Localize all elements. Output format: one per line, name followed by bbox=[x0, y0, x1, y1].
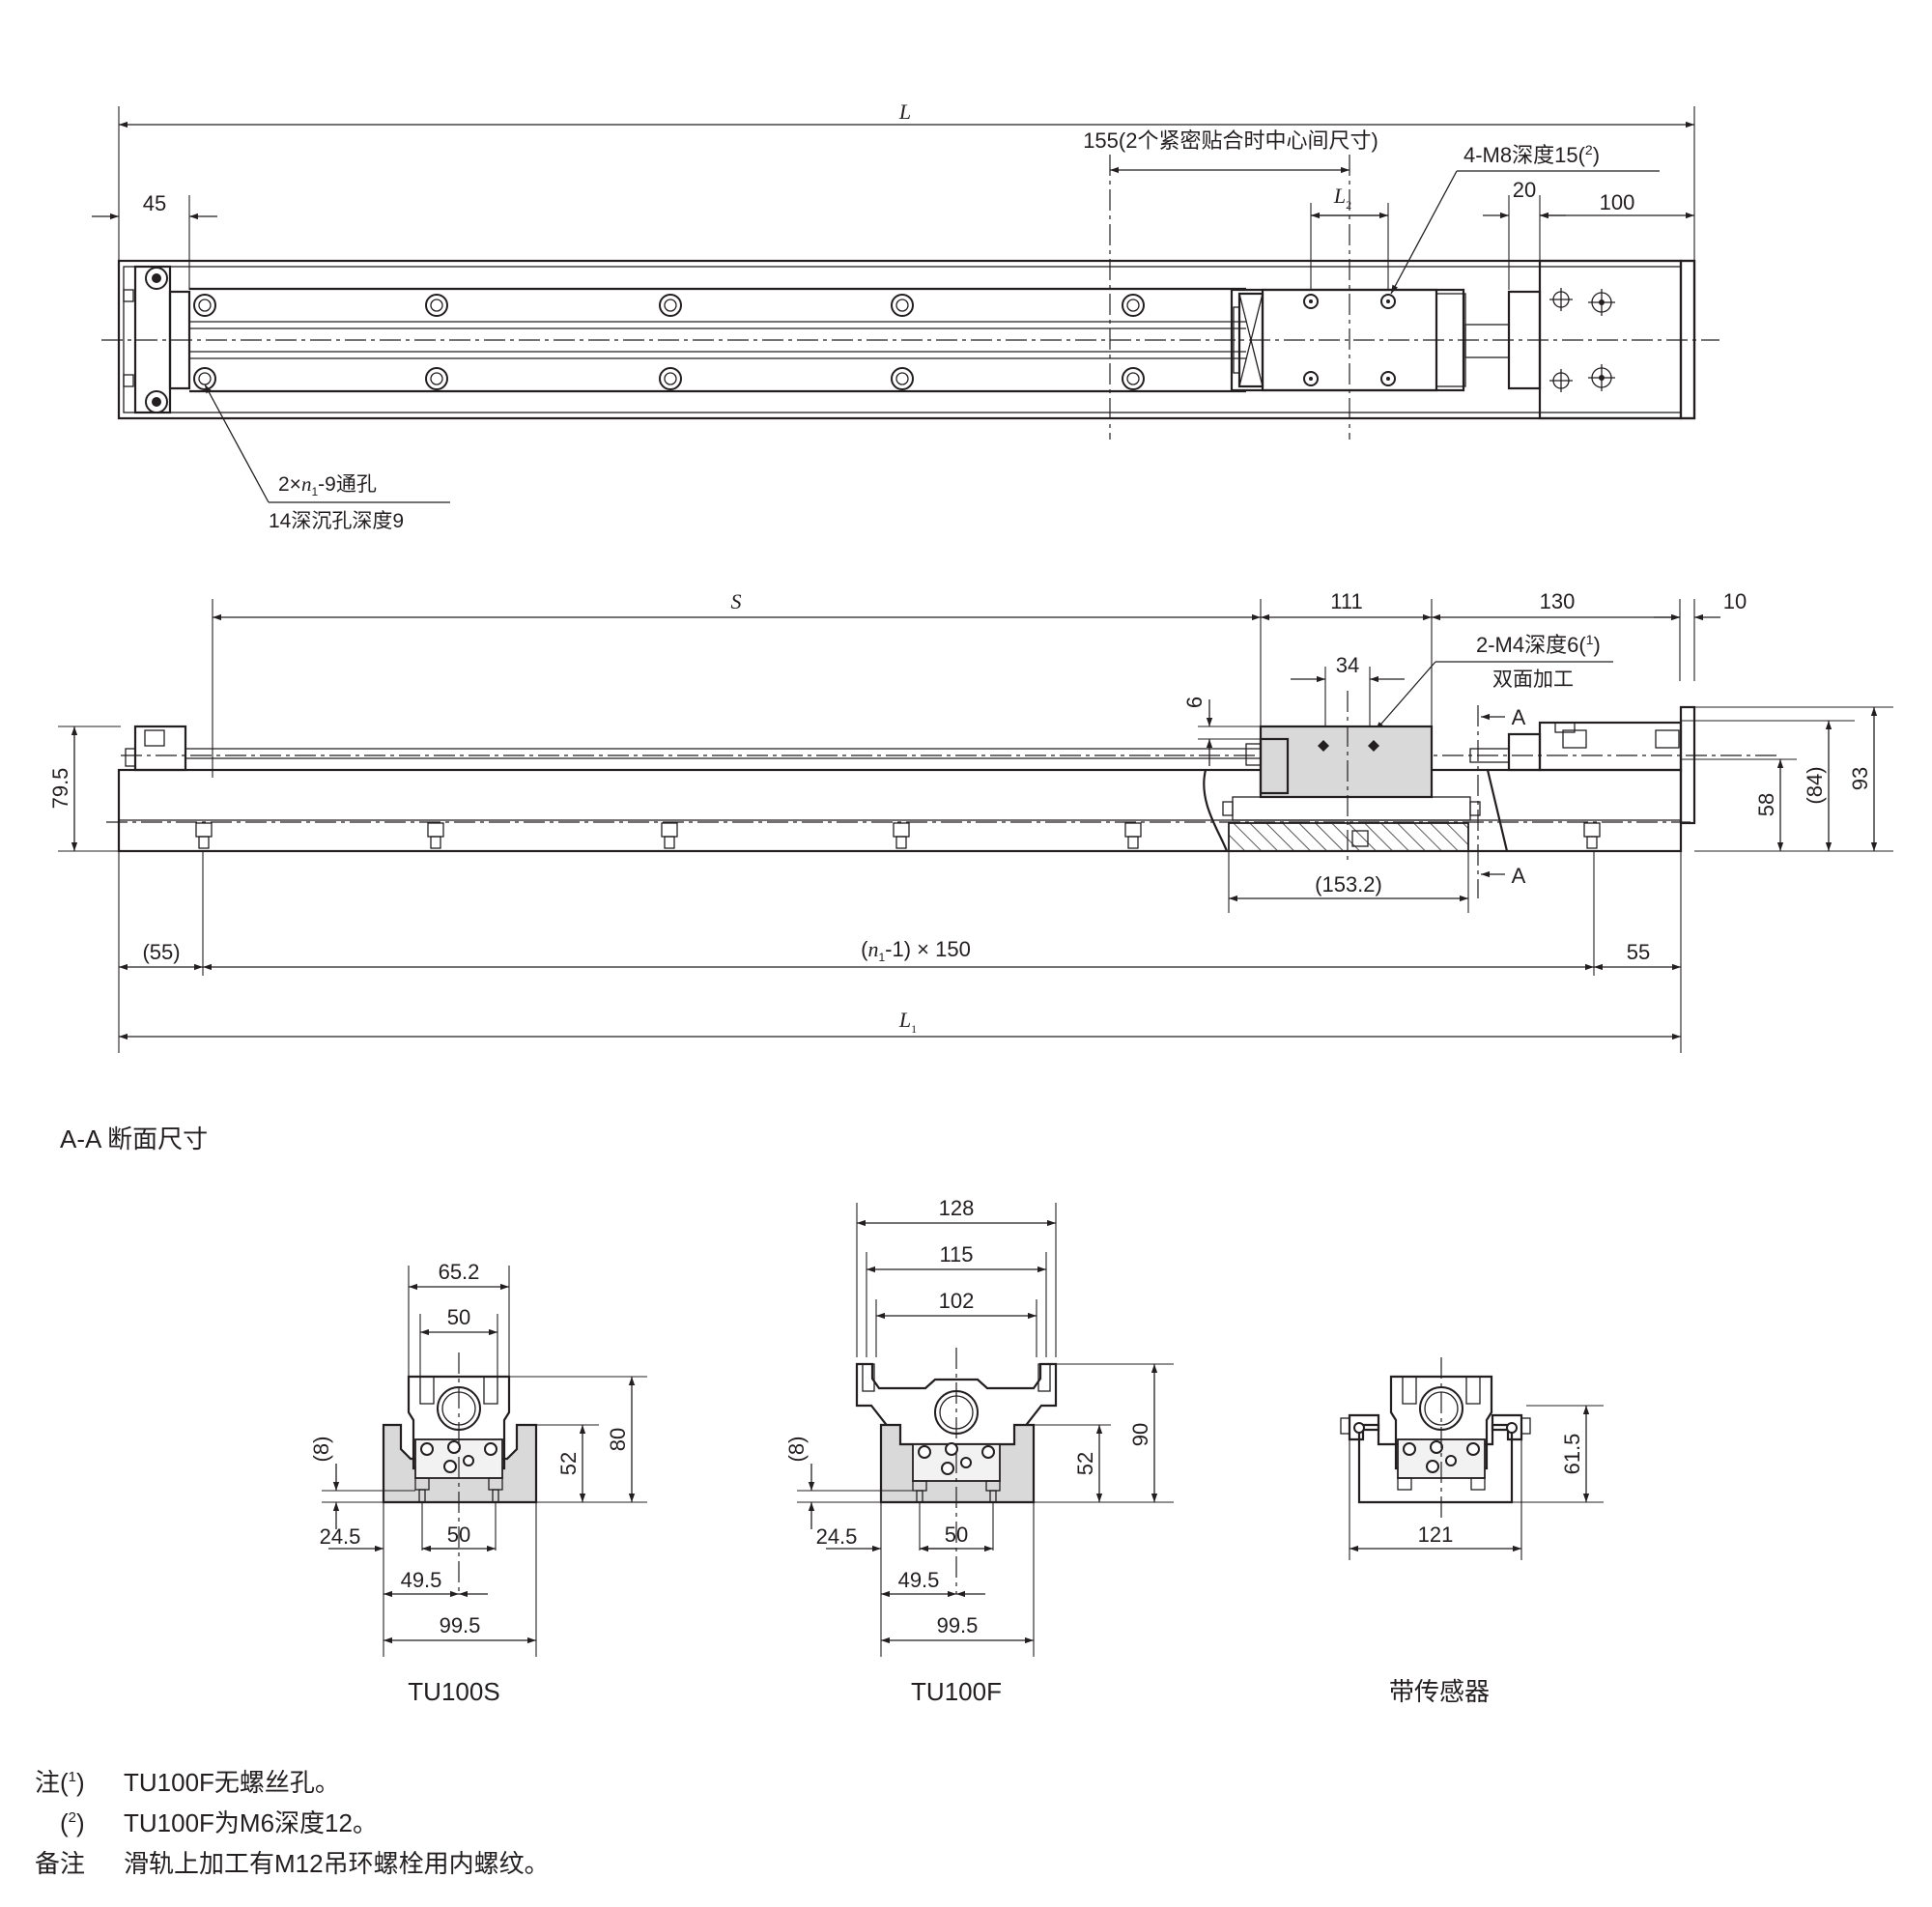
dim-S: S bbox=[731, 589, 742, 613]
note-1-text: TU100F无螺丝孔。 bbox=[124, 1768, 340, 1797]
dim-L: L bbox=[898, 100, 911, 124]
note-2-label: (2) bbox=[60, 1808, 85, 1837]
dim-55: 55 bbox=[1627, 940, 1650, 964]
tu100f-dim-49-5: 49.5 bbox=[898, 1568, 940, 1592]
section-tu100f: 128 115 102 90 52 (8) bbox=[784, 1196, 1174, 1706]
dim-130: 130 bbox=[1540, 589, 1576, 613]
section-mark-A-top: A bbox=[1512, 705, 1526, 729]
tu100f-dim-50: 50 bbox=[945, 1523, 968, 1547]
note-3-text: 滑轨上加工有M12吊环螺栓用内螺纹。 bbox=[124, 1849, 550, 1878]
tu100s-dim-24-5: 24.5 bbox=[320, 1524, 361, 1549]
dim-111: 111 bbox=[1330, 589, 1362, 613]
tu100s-dim-99-5: 99.5 bbox=[440, 1613, 481, 1637]
tu100f-dim-115: 115 bbox=[939, 1242, 973, 1267]
tu100s-caption: TU100S bbox=[408, 1677, 499, 1706]
dim-153-2: (153.2) bbox=[1315, 872, 1382, 897]
sensor-dim-121: 121 bbox=[1418, 1523, 1454, 1547]
dim-L2: L2 bbox=[1333, 184, 1351, 212]
dim-6: 6 bbox=[1182, 697, 1207, 708]
side-view: S 111 130 10 34 2-M4深度6(1) 双面加工 6 bbox=[48, 589, 1893, 1053]
slider-block-side bbox=[1259, 725, 1434, 799]
tu100s-dim-50: 50 bbox=[447, 1523, 470, 1547]
label-dual: 双面加工 bbox=[1492, 669, 1574, 691]
label-holes: 2×n1-9通孔 bbox=[278, 472, 377, 498]
tu100s-dim-65-2: 65.2 bbox=[439, 1260, 480, 1284]
tu100f-dim-102: 102 bbox=[939, 1289, 975, 1313]
dim-55-paren: (55) bbox=[142, 940, 180, 964]
tu100s-dim-50-top: 50 bbox=[447, 1305, 470, 1329]
dim-79-5: 79.5 bbox=[48, 768, 72, 810]
motor-mount-holes bbox=[1549, 288, 1615, 392]
tu100s-dim-49-5: 49.5 bbox=[401, 1568, 442, 1592]
sensor-caption: 带传感器 bbox=[1389, 1677, 1490, 1706]
left-end-cap bbox=[133, 725, 187, 772]
top-view: L 155(2个紧密贴合时中心间尺寸) 4-M8深度15(2) 20 100 4… bbox=[92, 100, 1719, 532]
dim-L1: L1 bbox=[898, 1008, 917, 1036]
tu100s-dim-80: 80 bbox=[606, 1428, 630, 1451]
dim-84: (84) bbox=[1803, 766, 1827, 804]
notes: 注(1) TU100F无螺丝孔。 (2) TU100F为M6深度12。 备注 滑… bbox=[35, 1768, 550, 1878]
tu100f-dim-128: 128 bbox=[939, 1196, 975, 1220]
dim-10: 10 bbox=[1723, 589, 1747, 613]
dim-20: 20 bbox=[1513, 178, 1536, 202]
leader-4m8 bbox=[1390, 170, 1458, 295]
section-tu100s: 65.2 50 80 52 (8) bbox=[309, 1260, 647, 1706]
dim-58: 58 bbox=[1754, 793, 1778, 816]
base-bolts bbox=[195, 822, 1601, 849]
note-1-label: 注(1) bbox=[35, 1768, 85, 1797]
dim-155: 155(2个紧密贴合时中心间尺寸) bbox=[1083, 128, 1378, 153]
leader-2m4 bbox=[1375, 661, 1436, 731]
note-3-label: 备注 bbox=[35, 1849, 85, 1878]
motor-end-side bbox=[1507, 732, 1542, 772]
tu100s-dim-52: 52 bbox=[556, 1452, 581, 1475]
section-mark-A-bottom: A bbox=[1512, 864, 1526, 888]
tu100f-dim-8: (8) bbox=[784, 1437, 809, 1463]
sensor-dim-61-5: 61.5 bbox=[1560, 1434, 1584, 1475]
leader-holes bbox=[204, 384, 270, 503]
section-sensor: 61.5 121 带传感器 bbox=[1340, 1357, 1604, 1706]
dim-100: 100 bbox=[1600, 190, 1635, 214]
section-title: A-A 断面尺寸 bbox=[60, 1124, 208, 1153]
dim-pitch: (n1-1) × 150 bbox=[861, 937, 971, 964]
dim-34: 34 bbox=[1336, 653, 1359, 677]
tu100f-dim-52: 52 bbox=[1073, 1452, 1097, 1475]
dim-93: 93 bbox=[1848, 767, 1872, 790]
tu100f-dim-90: 90 bbox=[1128, 1423, 1152, 1446]
mounting-holes-top bbox=[193, 294, 1145, 390]
note-2-text: TU100F为M6深度12。 bbox=[124, 1808, 378, 1837]
tu100f-caption: TU100F bbox=[911, 1677, 1002, 1706]
label-4m8: 4-M8深度15(2) bbox=[1463, 142, 1600, 167]
tu100s-dim-8: (8) bbox=[309, 1437, 333, 1463]
dim-45: 45 bbox=[143, 191, 166, 215]
label-counterbore: 14深沉孔深度9 bbox=[269, 510, 404, 532]
tu100f-dim-99-5: 99.5 bbox=[937, 1613, 979, 1637]
tu100f-dim-24-5: 24.5 bbox=[816, 1524, 858, 1549]
label-2m4: 2-M4深度6(1) bbox=[1476, 632, 1601, 657]
